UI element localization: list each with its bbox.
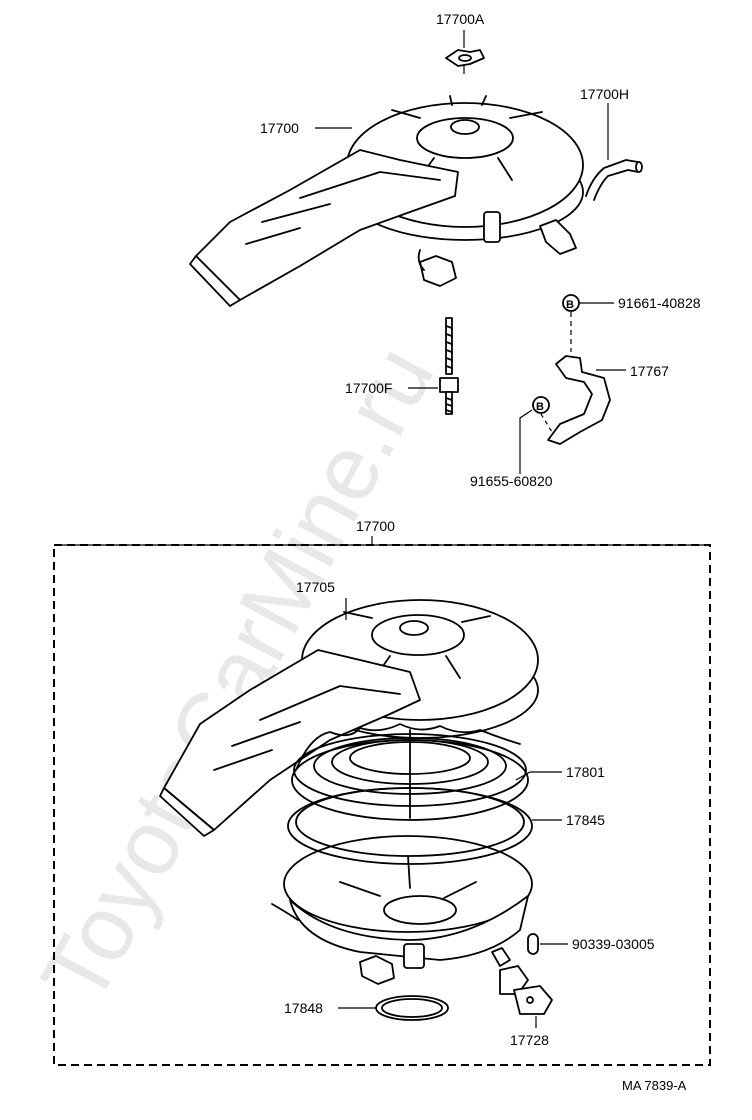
lower-exploded-assembly: 17700 xyxy=(53,518,711,1066)
label-17705: 17705 xyxy=(296,579,335,595)
label-17845: 17845 xyxy=(566,812,605,828)
stud-drawing xyxy=(439,317,459,415)
bracket-drawing: B B xyxy=(532,294,611,445)
valve-drawing xyxy=(491,947,553,1015)
label-17700-group: 17700 xyxy=(356,518,395,534)
label-91661-40828: 91661-40828 xyxy=(618,295,701,311)
label-17700a: 17700A xyxy=(436,11,485,27)
air-cleaner-case-drawing xyxy=(271,835,533,985)
label-17700h: 17700H xyxy=(580,86,629,102)
label-17700f: 17700F xyxy=(345,380,392,396)
upper-leader-lines xyxy=(315,30,626,474)
air-cleaner-housing-drawing xyxy=(189,95,643,307)
group-bracket-line xyxy=(54,536,710,546)
label-91655-60820: 91655-60820 xyxy=(470,473,553,489)
filter-element-drawing xyxy=(291,723,529,821)
label-90339-03005: 90339-03005 xyxy=(572,936,655,952)
bolt-marker-b1: B xyxy=(566,299,574,311)
label-17728: 17728 xyxy=(510,1032,549,1048)
diagram-code: MA 7839-A xyxy=(622,1078,687,1093)
gasket-drawing xyxy=(287,787,533,865)
pin-drawing xyxy=(527,933,539,955)
label-17700-upper: 17700 xyxy=(260,120,299,136)
label-17801: 17801 xyxy=(566,764,605,780)
group-dashed-frame xyxy=(53,544,711,1066)
wing-nut-drawing xyxy=(445,49,485,74)
label-17767: 17767 xyxy=(630,363,669,379)
lower-leader-lines xyxy=(338,598,568,1028)
ring-drawing xyxy=(375,995,449,1021)
label-17848: 17848 xyxy=(284,1000,323,1016)
upper-air-cleaner-assembly: B B 17700A 17700H 17700 91661-40828 1776… xyxy=(189,11,701,489)
bolt-marker-b2: B xyxy=(536,401,544,413)
